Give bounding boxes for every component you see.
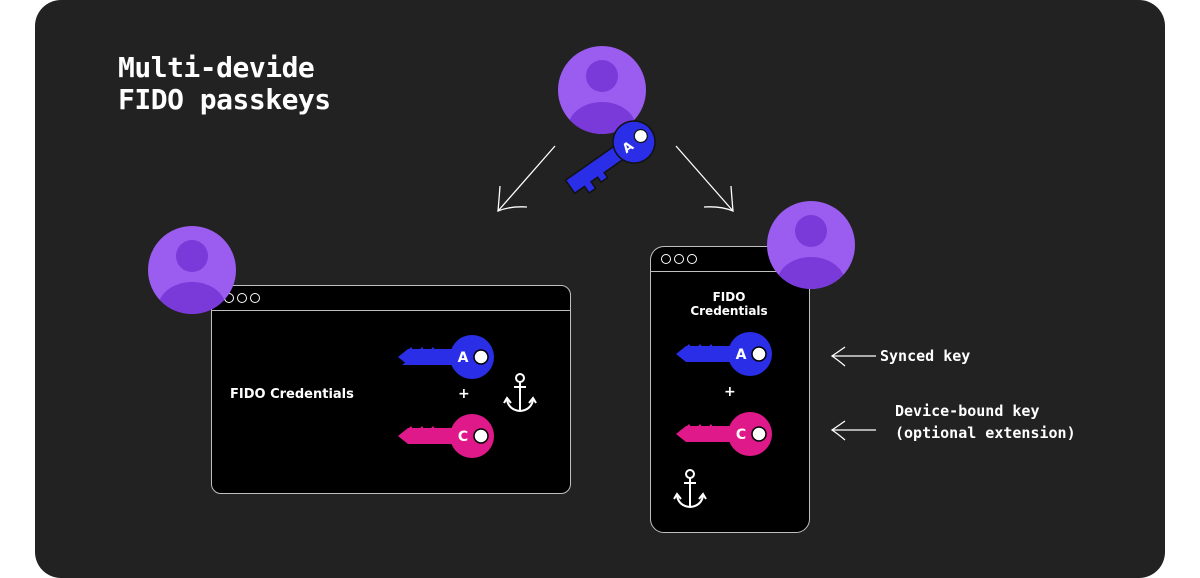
synced-key-annotation: Synced key [880,347,971,365]
key-icon: C [676,412,772,456]
anchor-icon [673,469,707,509]
key-letter: A [736,347,747,363]
arrow-left-icon [497,145,556,213]
phone-plus-sign: + [724,384,736,400]
arrow-left-icon [830,346,876,367]
window-titlebar [651,247,809,272]
window-dot-icon [250,293,260,303]
window-dot-icon [661,254,671,264]
key-letter: C [458,429,468,445]
key-letter: A [458,350,469,366]
window-dot-icon [687,254,697,264]
user-avatar-icon [558,46,646,134]
key-icon: A [398,335,494,379]
desktop-credentials-label: FIDO Credentials [230,387,354,402]
window-dot-icon [674,254,684,264]
key-icon: C [398,414,494,458]
window-dot-icon [237,293,247,303]
device-bound-key-annotation: Device-bound key (optional extension) [895,402,1076,442]
phone-credentials-label: FIDO Credentials [690,290,768,318]
phone-window [650,246,810,533]
key-icon: A [564,120,656,195]
arrow-right-icon [675,145,734,213]
user-avatar-icon [767,201,855,289]
desktop-window [211,285,571,494]
diagram-title: Multi-devide FIDO passkeys [118,51,331,116]
desktop-plus-sign: + [458,386,470,402]
anchor-icon [503,373,537,413]
arrow-left-icon [830,420,876,441]
key-letter: C [736,427,746,443]
user-avatar-icon [148,226,236,314]
key-icon: A [676,332,772,376]
